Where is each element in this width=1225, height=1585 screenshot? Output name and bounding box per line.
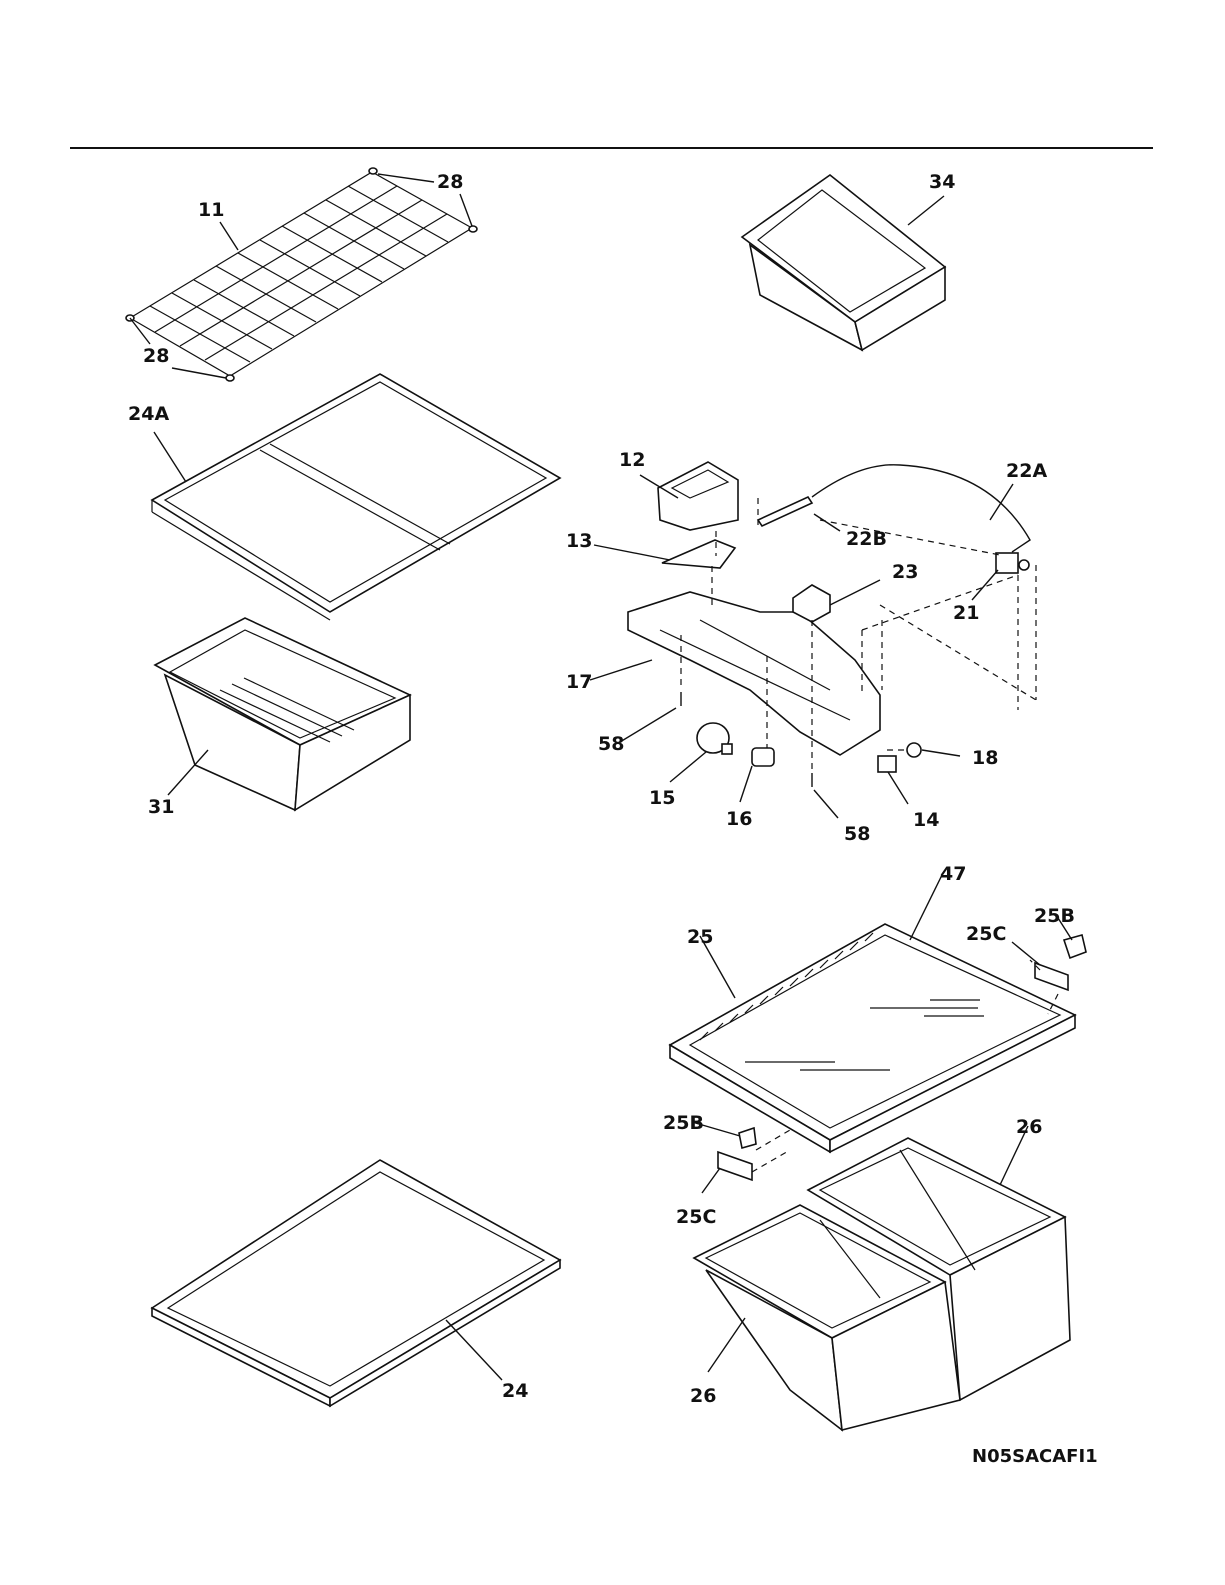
drawing-code: N05SACAFI1 <box>972 1446 1098 1467</box>
callout-25B-bottom: 25B <box>663 1112 704 1134</box>
lamp-part-15 <box>697 723 732 754</box>
switch-part-14 <box>878 756 896 772</box>
light-shield-part-12 <box>658 462 738 530</box>
callout-28-left: 28 <box>143 345 169 367</box>
cover-bracket-part-25C-bottom <box>718 1152 752 1180</box>
glass-shelf-part-24A <box>152 374 560 620</box>
cover-clip-part-25B-bottom <box>739 1128 756 1148</box>
callout-31: 31 <box>148 796 174 818</box>
callout-58-right: 58 <box>844 823 870 845</box>
diffuser-part-13 <box>662 540 735 568</box>
callout-26-bottom: 26 <box>690 1385 716 1407</box>
control-housing-part-17 <box>628 592 880 755</box>
cover-bracket-part-25C-top <box>1035 963 1068 990</box>
callout-23: 23 <box>892 561 918 583</box>
knob-part-18 <box>907 743 921 757</box>
callout-25C-bottom: 25C <box>676 1206 716 1228</box>
crisper-cover-part-25 <box>670 924 1075 1152</box>
callout-34: 34 <box>929 171 955 193</box>
ice-bin-part-34 <box>742 175 945 350</box>
thermostat-part-21 <box>996 553 1029 573</box>
wire-shelf-part-11 <box>126 168 477 381</box>
callout-13: 13 <box>566 530 592 552</box>
callout-58-left: 58 <box>598 733 624 755</box>
callout-28-top: 28 <box>437 171 463 193</box>
callout-25: 25 <box>687 926 713 948</box>
callout-17: 17 <box>566 671 592 693</box>
callout-26-top: 26 <box>1016 1116 1042 1138</box>
lamp-socket-part-16 <box>752 748 774 766</box>
callout-14: 14 <box>913 809 939 831</box>
crisper-drawer-part-31 <box>155 618 410 810</box>
callout-15: 15 <box>649 787 675 809</box>
glass-shelf-part-24 <box>152 1160 560 1406</box>
callout-22A: 22A <box>1006 460 1047 482</box>
callout-24A: 24A <box>128 403 169 425</box>
cover-clip-part-25B-top <box>1064 935 1086 958</box>
callout-47: 47 <box>940 863 966 885</box>
tube-sleeve-part-22B <box>758 497 812 526</box>
callout-21: 21 <box>953 602 979 624</box>
callout-24: 24 <box>502 1380 528 1402</box>
callout-22B: 22B <box>846 528 887 550</box>
callout-11: 11 <box>198 199 224 221</box>
callout-18: 18 <box>972 747 998 769</box>
callout-25B-top: 25B <box>1034 905 1075 927</box>
callout-25C-top: 25C <box>966 923 1006 945</box>
callout-12: 12 <box>619 449 645 471</box>
callout-16: 16 <box>726 808 752 830</box>
